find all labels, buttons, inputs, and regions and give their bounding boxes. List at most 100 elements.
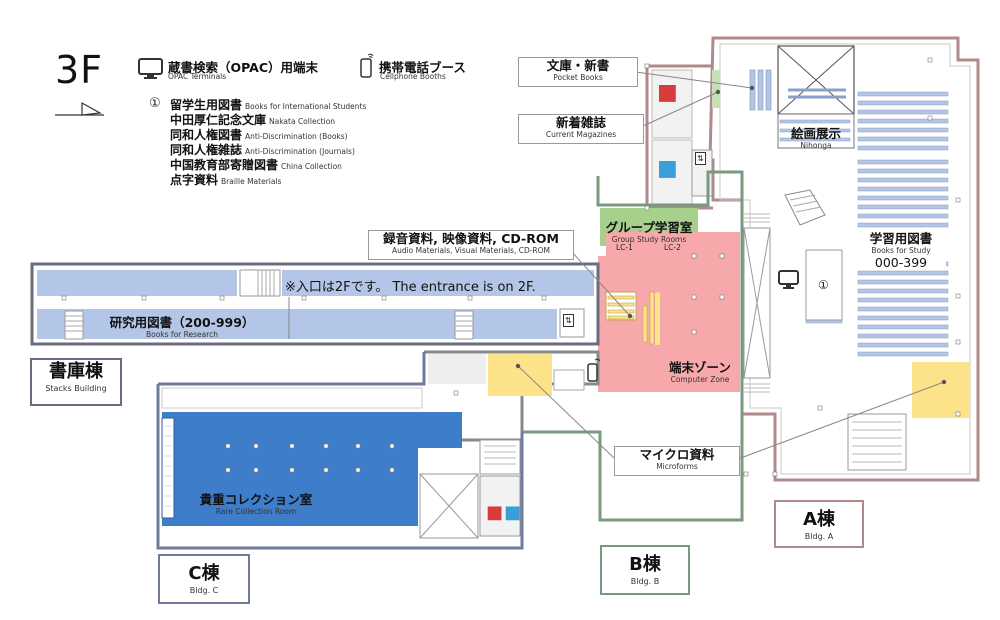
computer-zone bbox=[598, 232, 740, 392]
elevator-icon: ⇅ bbox=[695, 152, 706, 165]
stairs-a-lower bbox=[847, 413, 907, 471]
bldg-c-wall bbox=[156, 352, 524, 550]
female-restroom-icon: ■ bbox=[486, 502, 504, 523]
cellphone-icon bbox=[586, 358, 602, 388]
column-marker bbox=[289, 467, 295, 473]
monitor-icon bbox=[138, 58, 164, 84]
shelf bbox=[857, 195, 949, 201]
column-marker bbox=[253, 467, 259, 473]
rare-shelf bbox=[161, 417, 175, 519]
lc1-label: LC-1 bbox=[616, 243, 633, 252]
shelf bbox=[857, 297, 949, 303]
column-marker bbox=[253, 443, 259, 449]
column-marker bbox=[691, 329, 697, 335]
collections-number: ① bbox=[149, 96, 161, 111]
column-marker bbox=[955, 411, 961, 417]
lc2-label: LC-2 bbox=[664, 243, 681, 252]
restroom-female-area bbox=[651, 69, 693, 139]
legend-phone-label: 携帯電話ブース bbox=[379, 60, 466, 75]
legend-phone-sub: Cellphone Booths bbox=[380, 72, 446, 81]
male-restroom-icon: ■ bbox=[504, 502, 522, 523]
bldg-a-inner-wall bbox=[719, 43, 971, 475]
elevator-icon: ⇅ bbox=[563, 314, 574, 327]
column-marker bbox=[927, 57, 933, 63]
area-books-for-research: 研究用図書（200-999）Books for Research bbox=[109, 315, 255, 339]
shelf bbox=[857, 351, 949, 357]
column-marker bbox=[955, 293, 961, 299]
shelf bbox=[857, 315, 949, 321]
column-marker bbox=[743, 471, 749, 477]
shelf bbox=[857, 279, 949, 285]
column-marker bbox=[817, 405, 823, 411]
column-marker bbox=[453, 390, 459, 396]
male-restroom-icon: ■ bbox=[657, 156, 678, 181]
column-marker bbox=[927, 115, 933, 121]
column-marker bbox=[301, 295, 307, 301]
stacks-shelf-upper-left bbox=[37, 270, 237, 296]
column-marker bbox=[467, 295, 473, 301]
legend-opac-sub: OPAC Terminals bbox=[168, 72, 227, 81]
corridor-room bbox=[428, 354, 486, 384]
column-marker bbox=[355, 443, 361, 449]
column-marker bbox=[225, 467, 231, 473]
column-marker bbox=[225, 443, 231, 449]
legend-opac-label: 蔵書検索（OPAC）用端末 bbox=[168, 60, 318, 75]
shelf bbox=[857, 270, 949, 276]
shelf bbox=[857, 324, 949, 330]
shelf bbox=[857, 186, 949, 192]
shelf bbox=[857, 118, 949, 124]
shelf bbox=[779, 137, 851, 142]
shelf bbox=[857, 288, 949, 294]
column-marker bbox=[644, 63, 650, 69]
microform-area-a bbox=[912, 362, 970, 418]
shelf bbox=[857, 333, 949, 339]
shelf bbox=[857, 100, 949, 106]
column-marker bbox=[355, 467, 361, 473]
shelf bbox=[857, 177, 949, 183]
shelf bbox=[857, 127, 949, 133]
column-marker bbox=[219, 295, 225, 301]
column-marker bbox=[141, 295, 147, 301]
shelf bbox=[857, 213, 949, 219]
shelf bbox=[857, 222, 949, 228]
north-arrow bbox=[55, 101, 104, 116]
magazine-shelf bbox=[712, 70, 720, 108]
female-restroom-icon: ■ bbox=[657, 80, 678, 105]
bldg-b-wall bbox=[520, 170, 744, 522]
column-marker bbox=[389, 467, 395, 473]
shelf bbox=[857, 145, 949, 151]
column-marker bbox=[289, 443, 295, 449]
shelf bbox=[857, 306, 949, 312]
column-marker bbox=[323, 443, 329, 449]
restroom-c bbox=[479, 475, 521, 537]
column-marker bbox=[691, 253, 697, 259]
shelf bbox=[857, 91, 949, 97]
column-marker bbox=[389, 443, 395, 449]
monitor-icon bbox=[778, 270, 800, 294]
shelf bbox=[857, 109, 949, 115]
callout-leaders bbox=[517, 71, 945, 460]
column-marker bbox=[61, 295, 67, 301]
column-marker bbox=[644, 205, 650, 211]
shelf bbox=[779, 119, 851, 124]
shelf bbox=[857, 159, 949, 165]
opac-area-a bbox=[805, 249, 843, 321]
shelf bbox=[857, 204, 949, 210]
column-marker bbox=[691, 294, 697, 300]
floor-label: 3F bbox=[55, 48, 104, 92]
